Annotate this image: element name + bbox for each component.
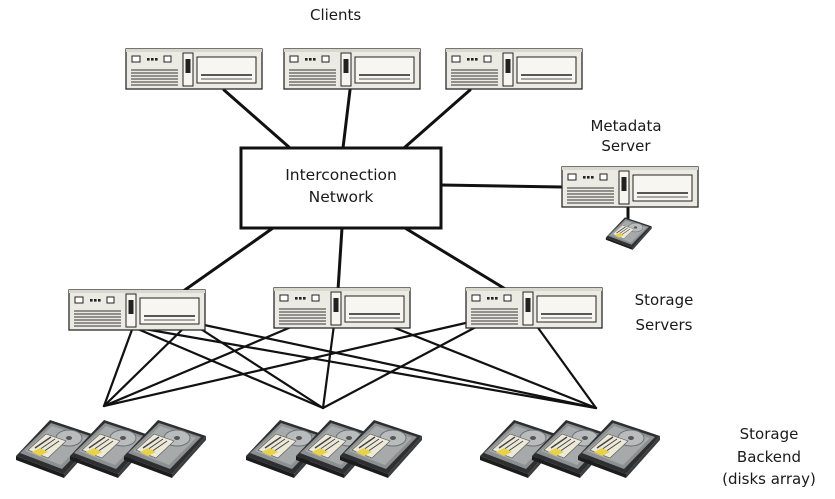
server-icon — [445, 48, 583, 90]
interconnection-network-box: Interconection Network — [239, 146, 443, 230]
storage-server-2 — [273, 287, 411, 329]
storage-servers-label-line1: Storage — [635, 291, 694, 309]
link-network-metadata — [439, 183, 564, 189]
server-icon — [283, 48, 421, 90]
disk-array-1 — [15, 419, 207, 479]
backend-label-line3: (disks array) — [722, 470, 816, 488]
hard-disk-icon — [605, 216, 653, 251]
storage-server-1 — [68, 289, 206, 331]
link-network-storage2 — [336, 226, 344, 292]
client-server-1 — [125, 48, 263, 90]
server-icon — [465, 287, 603, 329]
link-client1-network — [222, 88, 292, 150]
link-client3-network — [402, 88, 472, 150]
link-client2-network — [341, 88, 352, 150]
server-icon — [273, 287, 411, 329]
server-icon — [125, 48, 263, 90]
link-network-storage3 — [403, 226, 509, 292]
backend-mesh-lines — [102, 320, 598, 410]
storage-server-3 — [465, 287, 603, 329]
client-server-3 — [445, 48, 583, 90]
metadata-disk — [605, 216, 653, 251]
metadata-server-label-line2: Server — [601, 137, 651, 155]
metadata-server — [561, 166, 699, 208]
metadata-server-label-line1: Metadata — [590, 117, 661, 135]
hard-disk-icon — [123, 419, 207, 479]
network-label-line2: Network — [309, 188, 374, 206]
disk-array-2 — [245, 419, 423, 479]
storage-servers-label-line2: Servers — [635, 316, 692, 334]
network-label-line1: Interconection — [285, 166, 397, 184]
clients-label: Clients — [310, 6, 361, 24]
connection-lines — [180, 88, 630, 294]
server-icon — [561, 166, 699, 208]
link-network-storage1 — [180, 226, 275, 294]
disk-array-3 — [479, 419, 661, 479]
backend-label-line2: Backend — [737, 448, 801, 466]
client-server-2 — [283, 48, 421, 90]
server-icon — [68, 289, 206, 331]
backend-label-line1: Storage — [740, 425, 799, 443]
